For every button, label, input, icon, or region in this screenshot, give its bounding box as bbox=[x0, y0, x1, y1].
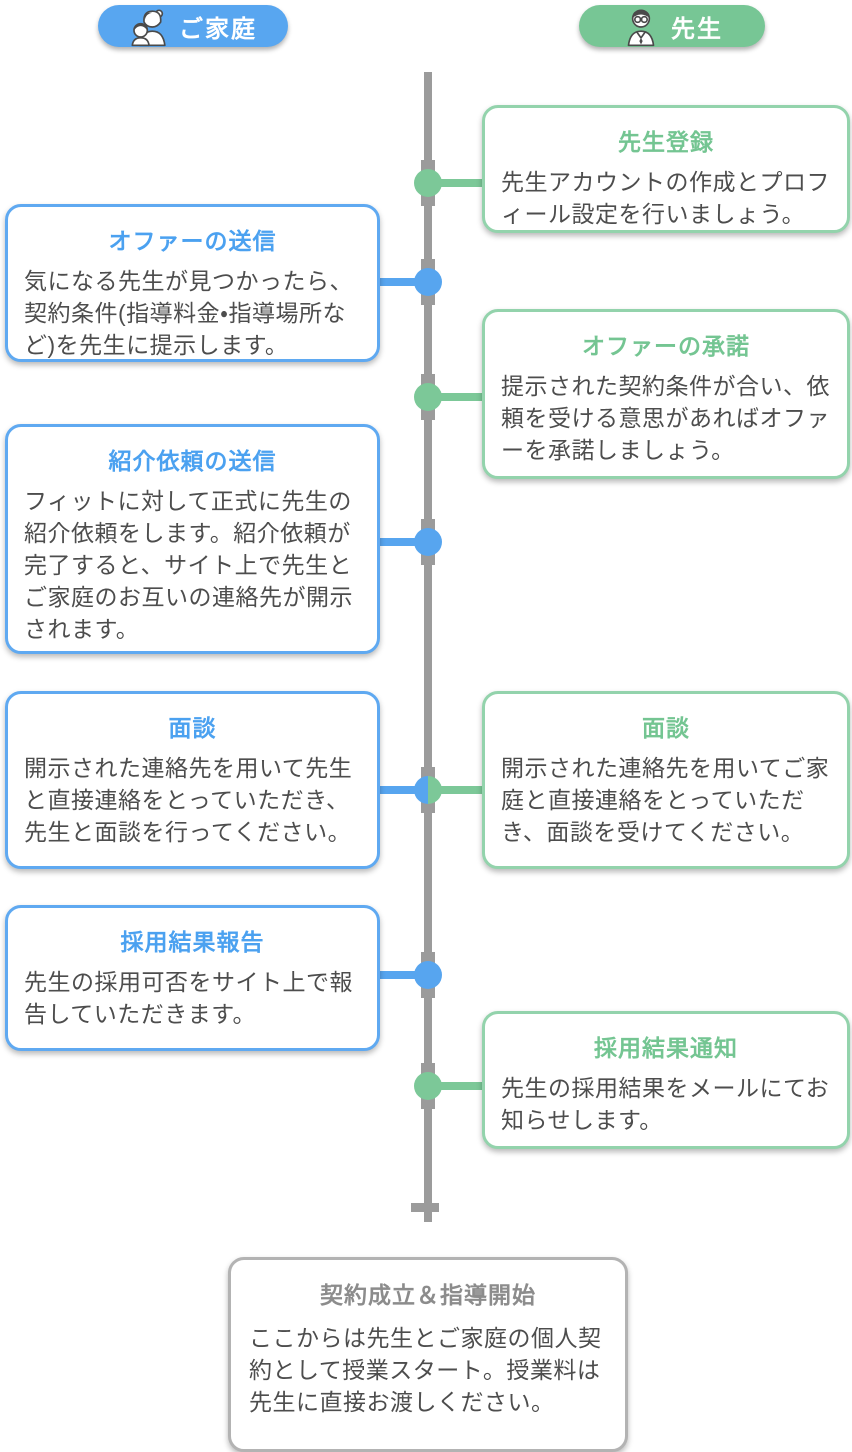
step-card-referral-request: 紹介依頼の送信 フィットに対して正式に先生の紹介依頼をします。紹介依頼が完了する… bbox=[5, 424, 380, 654]
teacher-lane-label: 先生 bbox=[671, 15, 723, 43]
connector-result-report bbox=[374, 971, 418, 979]
step-body: フィットに対して正式に先生の紹介依頼をします。紹介依頼が完了すると、サイト上で先… bbox=[24, 488, 353, 642]
connector-result-notify bbox=[438, 1082, 484, 1090]
step-card-offer-send: オファーの送信 気になる先生が見つかったら、契約条件(指導料金・指導場所など)を… bbox=[5, 204, 380, 362]
timeline-end-cap bbox=[411, 1203, 439, 1212]
step-body: 先生の採用結果をメールにてお知らせします。 bbox=[501, 1075, 830, 1133]
teacher-icon bbox=[621, 7, 661, 47]
step-title: 面談 bbox=[642, 715, 690, 741]
step-body: 開示された連絡先を用いて先生と直接連絡をとっていただき、先生と面談を行ってくださ… bbox=[24, 755, 353, 845]
timeline-dot-result-notify bbox=[414, 1072, 442, 1100]
step-body: 先生の採用可否をサイト上で報告していただきます。 bbox=[24, 969, 353, 1027]
timeline-dot-offer-accept bbox=[414, 383, 442, 411]
connector-interview-teacher bbox=[438, 786, 484, 794]
step-title: 採用結果報告 bbox=[120, 929, 265, 955]
timeline-dot-referral-request bbox=[414, 528, 442, 556]
step-body: 先生アカウントの作成とプロフィール設定を行いましょう。 bbox=[501, 169, 830, 227]
step-title: 紹介依頼の送信 bbox=[108, 448, 277, 474]
final-step-card: 契約成立＆指導開始 ここからは先生とご家庭の個人契約として授業スタート。授業料は… bbox=[228, 1257, 628, 1452]
step-title: 先生登録 bbox=[618, 129, 714, 155]
timeline-dot-result-report bbox=[414, 961, 442, 989]
connector-referral-request bbox=[374, 538, 418, 546]
family-lane-label: ご家庭 bbox=[179, 15, 257, 43]
step-body: 開示された連絡先を用いてご家庭と直接連絡をとっていただき、面談を受けてください。 bbox=[501, 755, 830, 845]
step-card-interview-teacher: 面談 開示された連絡先を用いてご家庭と直接連絡をとっていただき、面談を受けてくだ… bbox=[482, 691, 850, 869]
step-body: 気になる先生が見つかったら、契約条件(指導料金・指導場所など)を先生に提示します… bbox=[24, 268, 353, 358]
step-card-result-notify: 採用結果通知 先生の採用結果をメールにてお知らせします。 bbox=[482, 1011, 850, 1149]
connector-offer-accept bbox=[438, 393, 484, 401]
connector-teacher-register bbox=[438, 179, 484, 187]
timeline-dot-offer-send bbox=[414, 268, 442, 296]
step-title: 採用結果通知 bbox=[594, 1035, 738, 1061]
step-title: 面談 bbox=[168, 715, 217, 741]
final-step-body: ここからは先生とご家庭の個人契約として授業スタート。授業料は先生に直接お渡しくだ… bbox=[249, 1325, 602, 1415]
step-card-interview-family: 面談 開示された連絡先を用いて先生と直接連絡をとっていただき、先生と面談を行って… bbox=[5, 691, 380, 869]
connector-interview-family bbox=[374, 786, 418, 794]
step-title: オファーの承諾 bbox=[582, 333, 750, 359]
step-title: オファーの送信 bbox=[108, 228, 277, 254]
teacher-lane-badge: 先生 bbox=[579, 5, 765, 47]
family-icon bbox=[129, 7, 169, 47]
step-body: 提示された契約条件が合い、依頼を受ける意思があればオファーを承諾しましょう。 bbox=[501, 373, 830, 463]
final-step-title: 契約成立＆指導開始 bbox=[320, 1282, 536, 1308]
step-card-result-report: 採用結果報告 先生の採用可否をサイト上で報告していただきます。 bbox=[5, 905, 380, 1051]
step-card-offer-accept: オファーの承諾 提示された契約条件が合い、依頼を受ける意思があればオファーを承諾… bbox=[482, 309, 850, 479]
step-card-teacher-register: 先生登録 先生アカウントの作成とプロフィール設定を行いましょう。 bbox=[482, 105, 850, 233]
family-lane-badge: ご家庭 bbox=[98, 5, 288, 47]
connector-offer-send bbox=[374, 278, 418, 286]
timeline-line bbox=[424, 72, 432, 1222]
timeline-dot-interview bbox=[414, 776, 442, 804]
timeline-dot-teacher-register bbox=[414, 169, 442, 197]
